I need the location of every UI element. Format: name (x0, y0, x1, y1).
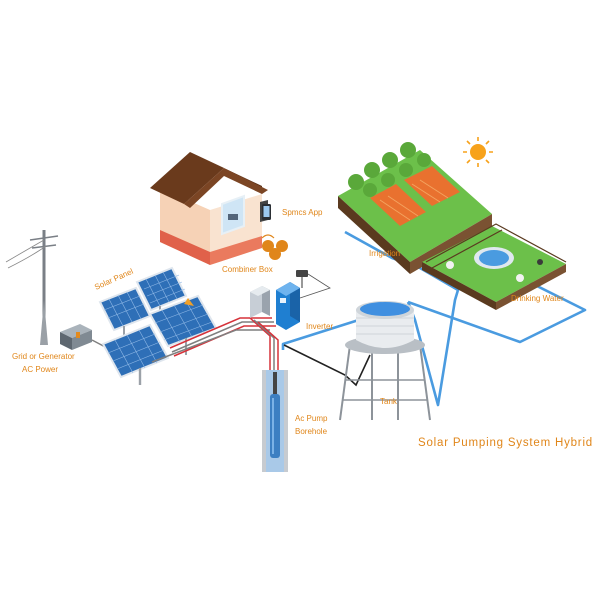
irrigation-farm (338, 142, 492, 274)
tree-group (348, 142, 431, 197)
label-pump-line1: Ac Pump (295, 414, 328, 423)
solar-panel-4 (101, 323, 170, 385)
wifi-module (296, 270, 331, 299)
label-combiner-box: Combiner Box (222, 265, 273, 274)
generator (60, 324, 92, 350)
grid-pole (5, 230, 59, 345)
sun-icon (463, 137, 493, 167)
solar-panel-1 (135, 266, 188, 322)
label-tank: Tank (380, 397, 398, 406)
label-grid-line1: Grid or Generator (12, 352, 75, 361)
borehole (262, 370, 288, 472)
label-solar-panel: Solar Panel (93, 267, 135, 292)
inverter (276, 282, 300, 330)
label-pump-line2: Borehole (295, 427, 328, 436)
combiner-box (250, 286, 270, 318)
label-irrigation: Irrigation (369, 249, 400, 258)
water-tank (339, 301, 431, 421)
dc-cables (151, 317, 279, 372)
label-inverter: Inverter (306, 322, 333, 331)
label-drinking-water: Drinking Water (511, 294, 564, 303)
label-spmcs-app: Spmcs App (282, 208, 323, 217)
drinking-water-field (422, 223, 567, 310)
solar-panels (98, 266, 218, 385)
house (150, 152, 268, 265)
phone-icon (262, 204, 271, 220)
solar-panel-3 (148, 294, 218, 355)
diagram-title: Solar Pumping System Hybrid (418, 437, 593, 449)
label-grid-line2: AC Power (22, 365, 58, 374)
signal-icon (261, 234, 288, 260)
pipe-tank-to-drinking (407, 268, 587, 344)
